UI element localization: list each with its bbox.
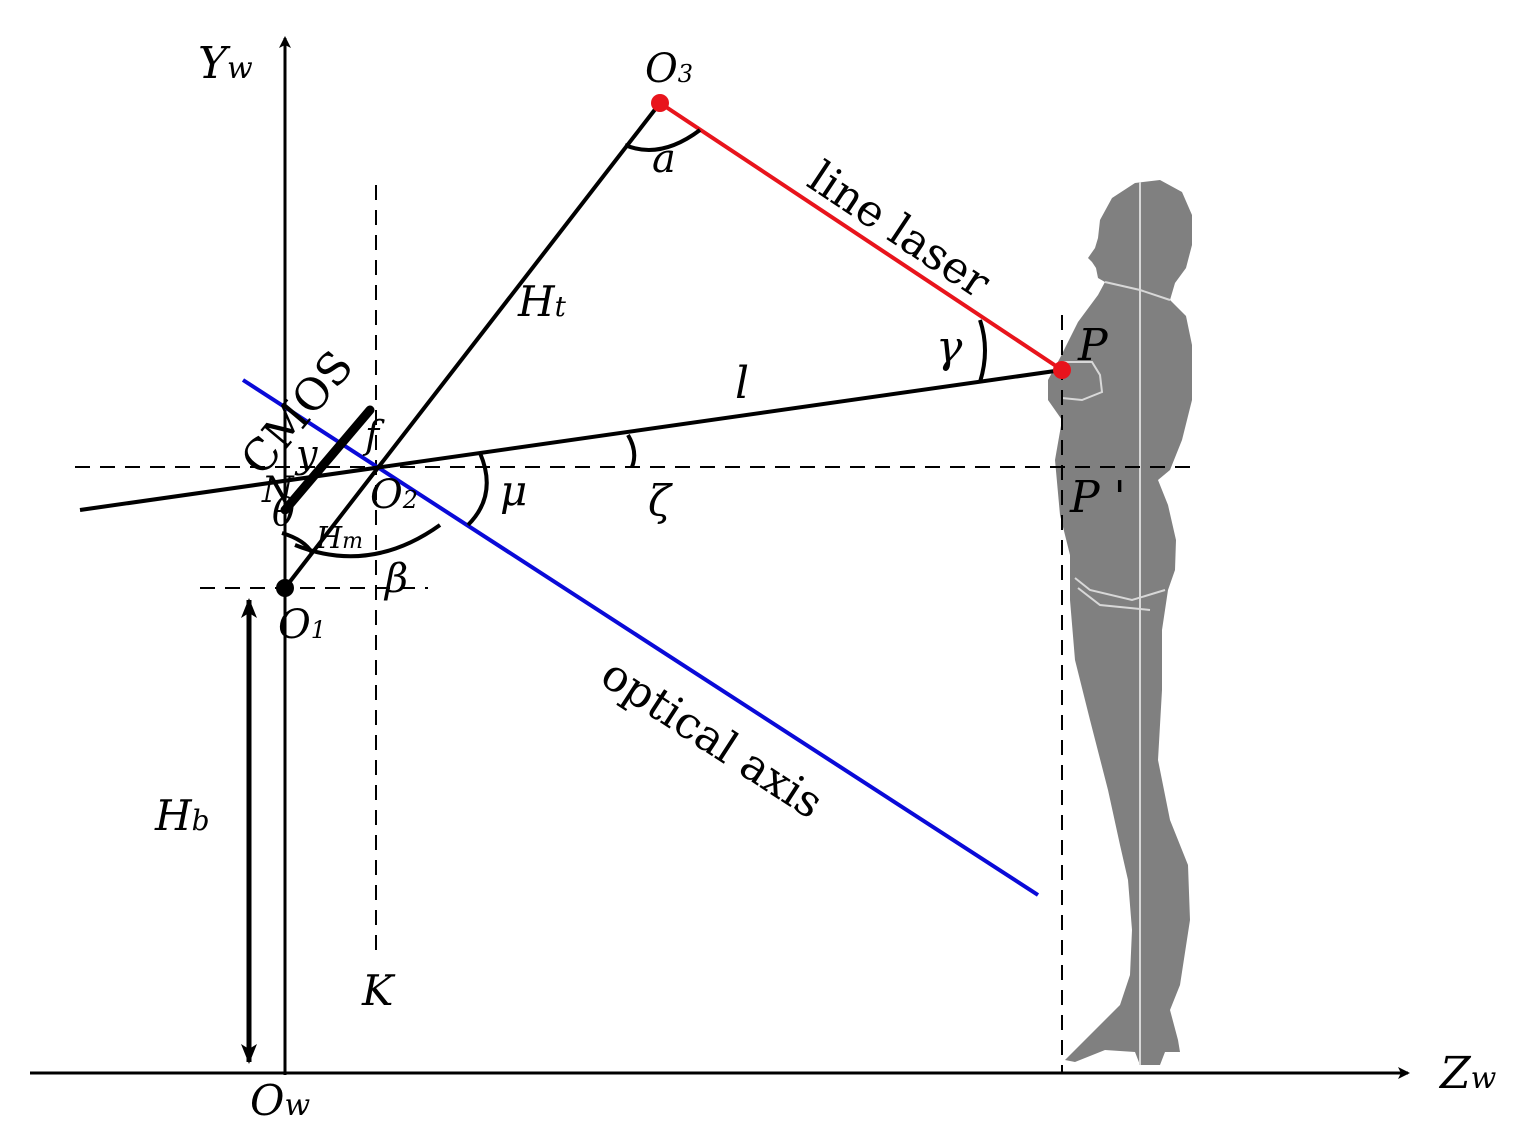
z-axis-label: Zw [1438,1048,1497,1099]
l-label: l [735,358,749,409]
o2-label: O2 [370,472,418,518]
y-axis-label: Yw [198,38,253,89]
p-prime-label: P ' [1069,472,1126,523]
alpha-arc [624,128,702,152]
o1-label: O1 [278,602,326,648]
geometry-lines [79,101,1063,590]
cmos-sensor [280,405,375,515]
figure-contours [1061,281,1171,611]
line-laser-label: line laser [799,152,1000,309]
beta-label: β [383,556,408,602]
human-silhouette [1048,180,1192,1065]
gamma-label: γ [936,322,963,373]
k-label: K [361,966,396,1015]
zeta-arc [626,433,637,468]
f-label: f [362,413,385,457]
point-p [1053,361,1071,379]
dashed-guides [75,185,1200,1072]
baseline-o1-o3 [283,101,662,590]
hm-label: Hm [315,521,363,556]
theta-arc [281,531,314,555]
human-figure [1048,180,1192,1065]
gamma-arc [978,319,987,383]
angle-arcs [281,128,987,559]
mu-label: μ [500,466,527,515]
n-label: N [261,470,295,511]
ray-l [79,368,1063,512]
point-o1 [276,579,294,597]
laser-line [658,101,1064,372]
point-o3 [651,94,669,112]
world-axes [30,36,1410,1079]
mu-arc [466,452,489,527]
y-label: y [294,432,318,476]
alpha-label: a [652,136,676,182]
p-label: P [1077,320,1109,371]
zeta-label: ζ [648,476,673,525]
optical-axis-line [241,378,1040,897]
o3-label: O3 [645,46,693,92]
hb-label: Hb [154,791,210,840]
theta-label: θ [272,490,295,534]
origin-label: Ow [250,1076,310,1125]
ht-label: Ht [517,277,567,326]
